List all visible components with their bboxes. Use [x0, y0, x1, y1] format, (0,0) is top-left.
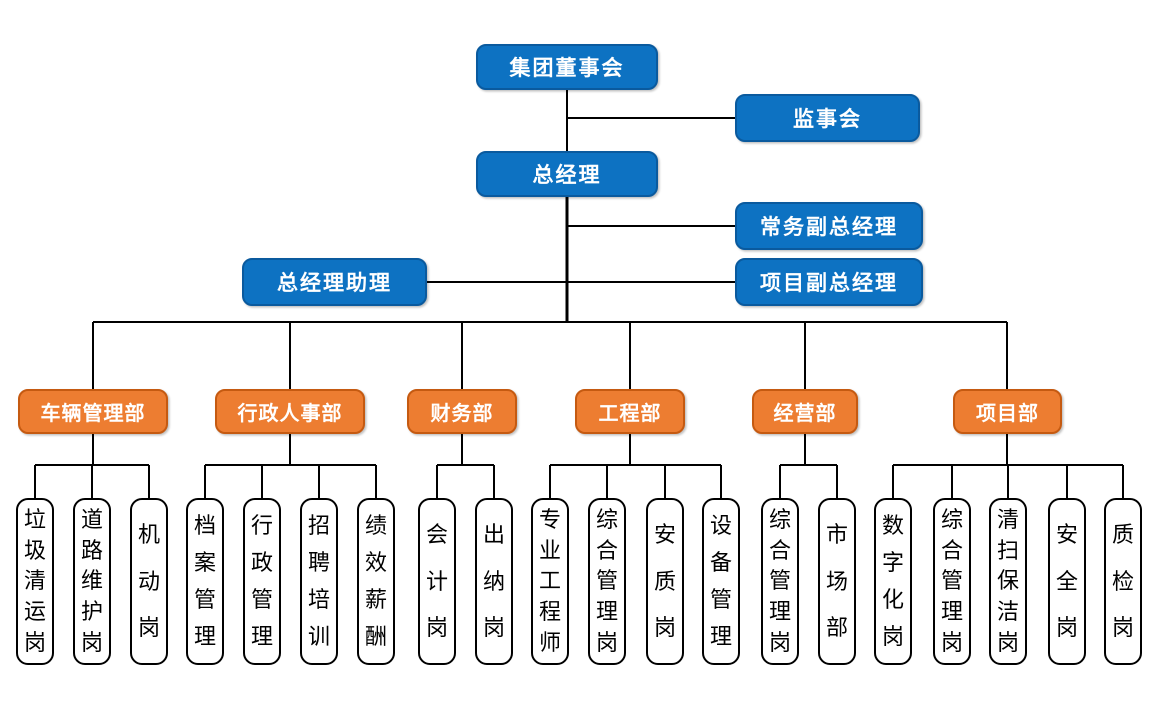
post-general-management-ops: 综合管理岗 — [761, 498, 799, 665]
post-label: 安质岗 — [653, 522, 676, 640]
post-label: 招聘培训 — [307, 513, 330, 649]
post-quality-inspection: 质检岗 — [1104, 498, 1142, 665]
post-label: 专业工程师 — [538, 506, 561, 656]
post-equipment-management: 设备管理 — [702, 498, 740, 665]
post-label: 机动岗 — [137, 522, 160, 640]
post-mobile: 机动岗 — [130, 498, 168, 665]
node-project-deputy-gm: 项目副总经理 — [735, 258, 923, 306]
dept-label: 财务部 — [430, 403, 494, 425]
dept-operations: 经营部 — [752, 389, 858, 434]
node-label: 集团董事会 — [509, 57, 625, 80]
post-label: 数字化岗 — [881, 513, 904, 649]
post-performance-pay: 绩效薪酬 — [357, 498, 395, 665]
post-admin-management: 行政管理 — [243, 498, 281, 665]
post-accounting: 会计岗 — [418, 498, 456, 665]
node-group-board: 集团董事会 — [476, 44, 658, 90]
dept-label: 经营部 — [773, 403, 837, 425]
post-cashier: 出纳岗 — [475, 498, 513, 665]
post-archive-management: 档案管理 — [186, 498, 224, 665]
post-safety: 安全岗 — [1048, 498, 1086, 665]
node-general-manager: 总经理 — [476, 151, 658, 197]
post-cleaning: 清扫保洁岗 — [989, 498, 1027, 665]
dept-finance: 财务部 — [407, 389, 517, 434]
post-road-maintenance: 道路维护岗 — [73, 498, 111, 665]
post-label: 综合管理岗 — [595, 506, 618, 656]
dept-label: 车辆管理部 — [40, 403, 146, 425]
dept-project: 项目部 — [953, 389, 1062, 434]
post-general-management-proj: 综合管理岗 — [933, 498, 971, 665]
post-label: 综合管理岗 — [940, 506, 963, 656]
post-label: 质检岗 — [1111, 522, 1134, 640]
post-label: 清扫保洁岗 — [996, 506, 1019, 656]
post-label: 绩效薪酬 — [364, 513, 387, 649]
node-label: 项目副总经理 — [760, 272, 898, 295]
post-professional-engineer: 专业工程师 — [531, 498, 569, 665]
dept-label: 行政人事部 — [237, 403, 343, 425]
post-digitalization: 数字化岗 — [874, 498, 912, 665]
post-recruitment-training: 招聘培训 — [300, 498, 338, 665]
node-gm-assistant: 总经理助理 — [242, 258, 427, 306]
post-label: 道路维护岗 — [80, 506, 103, 656]
node-label: 常务副总经理 — [760, 216, 898, 239]
dept-vehicle-management: 车辆管理部 — [18, 389, 168, 434]
node-label: 总经理 — [532, 164, 602, 187]
dept-engineering: 工程部 — [575, 389, 685, 434]
post-safety-quality: 安质岗 — [646, 498, 684, 665]
post-label: 垃圾清运岗 — [23, 506, 46, 656]
post-label: 行政管理 — [250, 513, 273, 649]
node-label: 总经理助理 — [277, 272, 392, 295]
node-label: 监事会 — [793, 108, 862, 131]
post-label: 综合管理岗 — [768, 506, 791, 656]
node-exec-deputy-gm: 常务副总经理 — [735, 202, 923, 250]
post-garbage-removal: 垃圾清运岗 — [16, 498, 54, 665]
dept-label: 项目部 — [976, 403, 1039, 425]
post-label: 档案管理 — [193, 513, 216, 649]
post-label: 会计岗 — [425, 522, 448, 640]
node-supervisory-board: 监事会 — [735, 94, 920, 142]
dept-admin-hr: 行政人事部 — [215, 389, 365, 434]
post-label: 市场部 — [825, 522, 848, 640]
post-label: 设备管理 — [709, 513, 732, 649]
dept-label: 工程部 — [598, 403, 662, 425]
post-general-management-eng: 综合管理岗 — [588, 498, 626, 665]
post-label: 安全岗 — [1055, 522, 1078, 640]
post-label: 出纳岗 — [482, 522, 505, 640]
post-market: 市场部 — [818, 498, 856, 665]
